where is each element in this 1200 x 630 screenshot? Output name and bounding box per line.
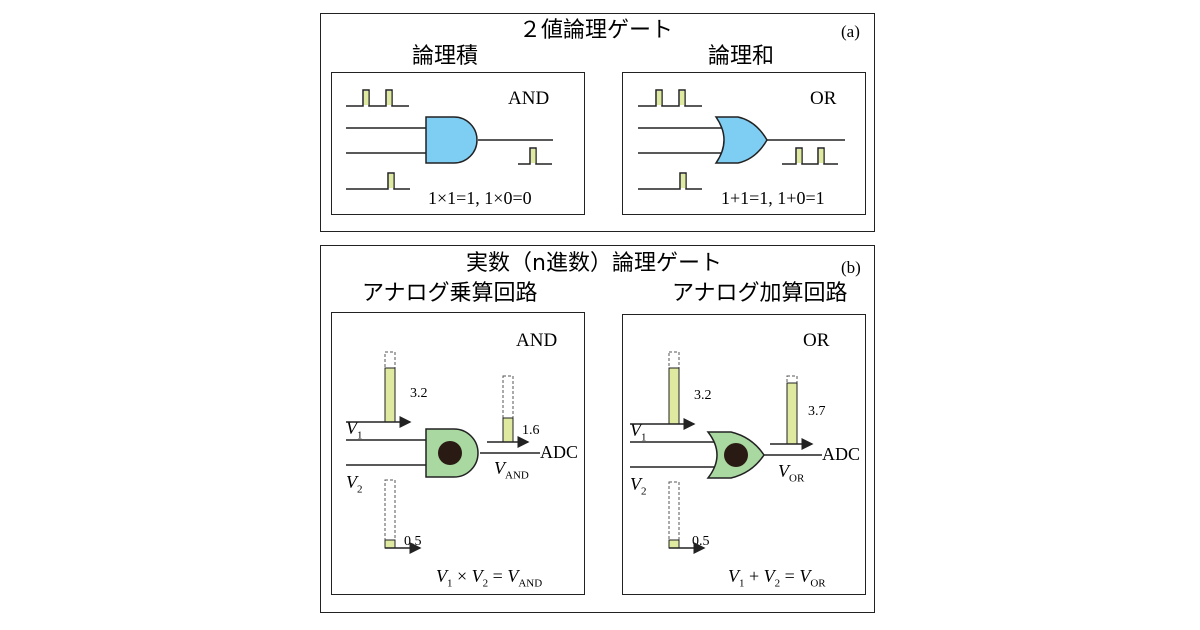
binary-and-equation: 1×1=1, 1×0=0 [428, 188, 532, 208]
or-pulse-fills [657, 91, 824, 188]
and-v1-symbol: V1 [346, 418, 363, 442]
or-v2-bar-outline [668, 481, 680, 549]
and-gate-dot [438, 441, 462, 465]
binary-and-box [331, 72, 585, 215]
binary-or-gate-icon [714, 116, 768, 164]
or-v1-bar [668, 367, 680, 425]
panel-a-title: ２値論理ゲート [519, 18, 674, 43]
analog-and-box [331, 312, 585, 595]
analog-multiply-heading: アナログ乗算回路 [362, 281, 538, 306]
and-v2-symbol: V2 [346, 472, 363, 496]
or-v1-value: 3.2 [694, 388, 712, 403]
panel-a-tag: (a) [841, 22, 860, 41]
binary-or-box [622, 72, 866, 215]
and-v1-bar [384, 367, 396, 423]
binary-and-gate-icon [425, 116, 478, 164]
binary-and-label: AND [508, 88, 550, 109]
and-out-bar [502, 417, 514, 443]
and-out-symbol: VAND [494, 458, 529, 482]
analog-and-equation: V1 × V2 = VAND [436, 566, 543, 590]
and-input-pulse-bottom [346, 172, 410, 190]
or-heading: 論理和 [708, 44, 775, 69]
panel-b-tag: (b) [841, 258, 861, 277]
or-output-pulse [782, 147, 838, 165]
or-gate-dot [724, 443, 748, 467]
analog-or-label: OR [803, 330, 830, 351]
analog-and-label: AND [516, 330, 558, 351]
or-v2-symbol: V2 [630, 474, 647, 498]
and-adc-label: ADC [540, 442, 579, 462]
and-pulse-fills [364, 91, 536, 188]
and-v2-bar [384, 539, 396, 549]
or-out-symbol: VOR [778, 461, 805, 485]
and-v1-value: 3.2 [410, 386, 428, 401]
or-input-pulse-top [638, 89, 702, 107]
and-out-value: 1.6 [522, 423, 540, 438]
binary-logic-panel [320, 13, 875, 232]
analog-or-equation: V1 + V2 = VOR [728, 566, 826, 590]
panel-b-title: 実数（n進数）論理ゲート [466, 251, 722, 276]
binary-or-label: OR [810, 88, 837, 109]
and-heading: 論理積 [412, 44, 479, 69]
real-logic-panel [320, 245, 875, 613]
binary-or-equation: 1+1=1, 1+0=1 [721, 188, 825, 208]
or-adc-label: ADC [822, 444, 861, 464]
analog-or-box [622, 314, 866, 595]
or-input-pulse-bottom [638, 172, 702, 190]
or-v1-symbol: V1 [630, 420, 647, 444]
and-input-pulse-top [346, 89, 409, 107]
analog-add-heading: アナログ加算回路 [672, 281, 848, 306]
and-v2-bar-outline [384, 479, 396, 549]
or-out-bar [786, 382, 798, 445]
or-out-value: 3.7 [808, 404, 826, 419]
or-v2-bar [668, 539, 680, 549]
and-output-pulse [518, 147, 552, 165]
